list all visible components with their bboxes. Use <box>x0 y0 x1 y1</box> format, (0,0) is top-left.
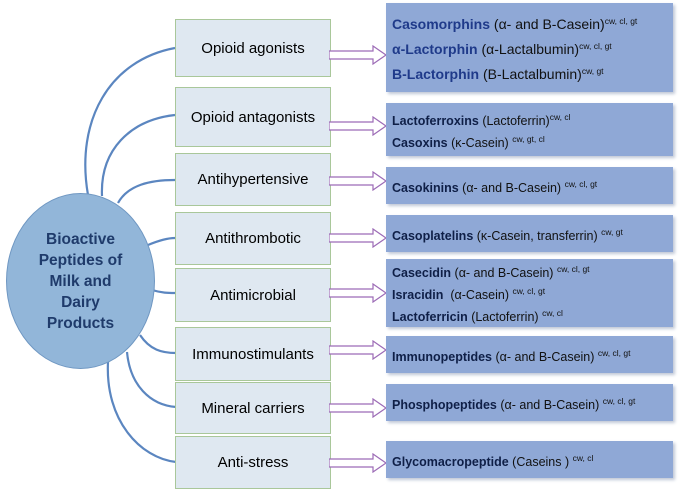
arrow-immunostimulants <box>329 340 387 360</box>
peptide-line: Lactoferroxins (Lactoferrin)cw, cl <box>392 108 673 130</box>
category-label: Anti-stress <box>217 454 289 471</box>
arrow-antithrombotic <box>329 228 387 248</box>
peptide-sources-sup: cw, gt, cl <box>512 133 545 144</box>
result-box-opioid-antagonists: Lactoferroxins (Lactoferrin)cw, cl Casox… <box>386 103 673 156</box>
peptide-line: Casoplatelins (κ-Casein, transferrin) cw… <box>392 223 673 245</box>
peptide-line: Isracidin (α-Casein) cw, cl, gt <box>392 282 673 304</box>
peptide-sources-sup: cw, cl, gt <box>564 178 598 189</box>
category-label: Antihypertensive <box>197 171 309 188</box>
peptide-name: Phosphopeptides <box>392 397 497 412</box>
peptide-sources-sup: cw, cl, gt <box>602 395 636 406</box>
category-label: Opioid antagonists <box>190 108 316 126</box>
category-box-antimicrobial: Antimicrobial <box>175 268 331 322</box>
category-box-antithrombotic: Antithrombotic <box>175 212 331 265</box>
peptide-name: Casoplatelins <box>392 228 474 243</box>
peptide-line: Lactoferricin (Lactoferrin) cw, cl <box>392 304 673 326</box>
connector-antimicrobial <box>151 288 176 295</box>
peptide-name: Casecidin <box>392 266 452 280</box>
arrow-antihypertensive <box>329 171 387 191</box>
peptide-sources-sup: cw, cl <box>572 452 594 463</box>
peptide-sources-sup: cw, gt <box>601 226 623 237</box>
peptide-source: (α-Lactalbumin) <box>477 41 580 57</box>
peptide-line: Phosphopeptides (α- and B-Casein) cw, cl… <box>392 392 673 414</box>
peptide-sources-sup: cw, cl, gt <box>597 347 631 358</box>
peptide-source: (Lactoferrin) <box>478 113 550 128</box>
peptide-name: B-Lactorphin <box>392 66 480 82</box>
connector-mineral-carriers <box>125 351 177 409</box>
peptide-source: (α- and B-Casein) <box>451 266 557 280</box>
result-box-antithrombotic: Casoplatelins (κ-Casein, transferrin) cw… <box>386 215 673 252</box>
peptide-source: (κ-Casein) <box>447 135 513 150</box>
result-box-anti-stress: Glycomacropeptide (Caseins ) cw, cl <box>386 441 673 478</box>
peptide-sources-sup: cw, cl, gt <box>556 264 590 274</box>
connector-antihypertensive <box>117 178 176 204</box>
peptide-source: (κ-Casein, transferrin) <box>473 228 602 243</box>
category-label: Opioid agonists <box>201 39 305 57</box>
peptide-sources-sup: cw, gt <box>581 66 604 76</box>
peptide-name: Casokinins <box>392 180 459 195</box>
arrow-antimicrobial <box>329 283 387 303</box>
category-label: Antimicrobial <box>210 286 296 304</box>
peptide-line: Glycomacropeptide (Caseins ) cw, cl <box>392 449 673 471</box>
category-box-anti-stress: Anti-stress <box>175 436 331 489</box>
category-box-mineral-carriers: Mineral carriers <box>175 382 331 434</box>
peptide-name: Casomorphins <box>392 16 491 32</box>
category-label: Mineral carriers <box>201 399 305 417</box>
peptide-sources-sup: cw, cl <box>542 308 563 318</box>
peptide-line: Casokinins (α- and B-Casein) cw, cl, gt <box>392 175 673 197</box>
hub-title: Bioactive Peptides of Milk and Dairy Pro… <box>38 230 123 332</box>
peptide-sources-sup: cw, cl <box>549 111 571 122</box>
arrow-anti-stress <box>329 453 387 473</box>
peptide-line: α-Lactorphin (α-Lactalbumin)cw, cl, gt <box>392 35 673 60</box>
peptide-name: Casoxins <box>392 135 448 150</box>
central-hub: Bioactive Peptides of Milk and Dairy Pro… <box>6 193 155 369</box>
peptide-source: (α- and B-Casein) <box>458 180 565 195</box>
category-box-opioid-agonists: Opioid agonists <box>175 19 331 77</box>
connector-opioid-antagonists <box>100 113 176 197</box>
peptide-source: (α- and B-Casein) <box>492 349 598 364</box>
peptide-name: Lactoferricin <box>392 310 468 324</box>
category-label: Immunostimulants <box>192 345 314 363</box>
peptide-source: (Caseins ) <box>508 454 573 469</box>
peptide-name: Immunopeptides <box>392 349 493 364</box>
peptide-line: Casomorphins (α- and B-Casein)cw, cl, gt <box>392 10 673 35</box>
peptide-line: Immunopeptides (α- and B-Casein) cw, cl,… <box>392 344 673 366</box>
peptide-source: (Lactoferrin) <box>467 310 543 324</box>
peptide-source: (α- and B-Casein) <box>496 397 603 412</box>
connector-anti-stress <box>106 361 177 464</box>
category-box-immunostimulants: Immunostimulants <box>175 327 331 381</box>
arrow-opioid-agonists <box>329 45 387 65</box>
peptide-source: (α-Casein) <box>443 288 513 302</box>
result-box-mineral-carriers: Phosphopeptides (α- and B-Casein) cw, cl… <box>386 384 673 421</box>
peptide-sources-sup: cw, cl, gt <box>579 41 612 51</box>
arrow-mineral-carriers <box>329 398 387 418</box>
category-label: Antithrombotic <box>205 230 301 247</box>
result-box-opioid-agonists: Casomorphins (α- and B-Casein)cw, cl, gt… <box>386 3 673 92</box>
result-box-immunostimulants: Immunopeptides (α- and B-Casein) cw, cl,… <box>386 336 673 373</box>
peptide-source: (α- and B-Casein) <box>490 16 605 32</box>
category-box-antihypertensive: Antihypertensive <box>175 153 331 206</box>
peptide-name: Glycomacropeptide <box>392 454 509 469</box>
connector-antithrombotic <box>147 236 176 247</box>
peptide-sources-sup: cw, cl, gt <box>604 16 638 26</box>
result-box-antimicrobial: Casecidin (α- and B-Casein) cw, cl, gt I… <box>386 259 673 327</box>
connector-opioid-agonists <box>84 46 176 196</box>
peptide-source: (B-Lactalbumin) <box>479 66 582 82</box>
peptide-line: B-Lactorphin (B-Lactalbumin)cw, gt <box>392 60 673 85</box>
peptide-sources-sup: cw, cl, gt <box>512 286 546 296</box>
category-box-opioid-antagonists: Opioid antagonists <box>175 87 331 147</box>
peptide-name: α-Lactorphin <box>392 41 478 57</box>
peptide-name: Isracidin <box>392 288 444 302</box>
peptide-name: Lactoferroxins <box>392 113 479 128</box>
result-box-antihypertensive: Casokinins (α- and B-Casein) cw, cl, gt <box>386 167 673 204</box>
peptide-line: Casecidin (α- and B-Casein) cw, cl, gt <box>392 260 673 282</box>
peptide-line: Casoxins (κ-Casein) cw, gt, cl <box>392 130 673 152</box>
arrow-opioid-antagonists <box>329 116 387 136</box>
connector-immunostimulants <box>139 334 177 355</box>
